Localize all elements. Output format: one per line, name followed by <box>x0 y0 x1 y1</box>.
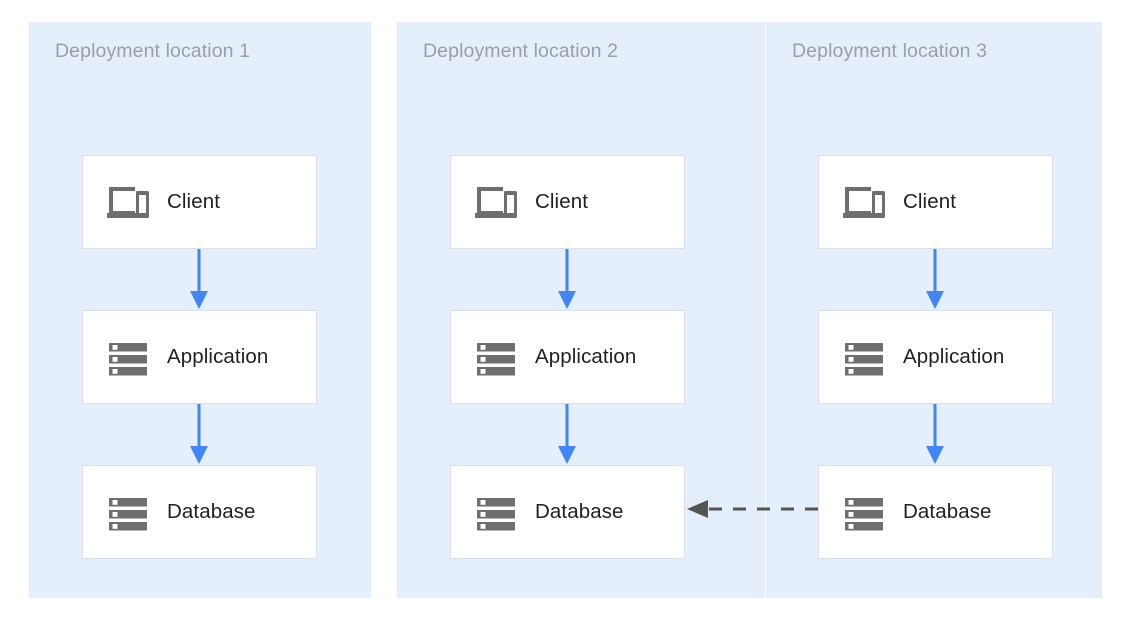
connector-client-3-to-application-3 <box>924 249 946 316</box>
application-3-node[interactable]: Application <box>818 310 1053 404</box>
connector-application-2-to-database-2 <box>556 404 578 471</box>
database-3-node[interactable]: Database <box>818 465 1053 559</box>
database-2-node[interactable]: Database <box>450 465 685 559</box>
deployment-location-1-title: Deployment location 1 <box>55 40 251 62</box>
deployment-location-2-title: Deployment location 2 <box>423 40 619 62</box>
server-icon <box>105 334 151 380</box>
deployment-location-3-title: Deployment location 3 <box>792 40 988 62</box>
devices-icon <box>841 179 887 225</box>
server-icon <box>105 489 151 535</box>
connector-client-2-to-application-2 <box>556 249 578 316</box>
server-icon <box>841 489 887 535</box>
connector-application-3-to-database-3 <box>924 404 946 471</box>
database-3-label: Database <box>903 500 992 523</box>
application-1-node[interactable]: Application <box>82 310 317 404</box>
client-3-node[interactable]: Client <box>818 155 1053 249</box>
database-1-node[interactable]: Database <box>82 465 317 559</box>
client-1-node[interactable]: Client <box>82 155 317 249</box>
application-2-node[interactable]: Application <box>450 310 685 404</box>
server-icon <box>473 334 519 380</box>
client-2-label: Client <box>535 190 589 213</box>
server-icon <box>473 489 519 535</box>
client-2-node[interactable]: Client <box>450 155 685 249</box>
client-3-label: Client <box>903 190 957 213</box>
application-2-label: Application <box>535 345 637 368</box>
database-2-label: Database <box>535 500 624 523</box>
application-1-label: Application <box>167 345 269 368</box>
devices-icon <box>105 179 151 225</box>
application-3-label: Application <box>903 345 1005 368</box>
connector-database-3-to-database-2-replication <box>683 498 820 525</box>
devices-icon <box>473 179 519 225</box>
client-1-label: Client <box>167 190 221 213</box>
server-icon <box>841 334 887 380</box>
connector-client-1-to-application-1 <box>188 249 210 316</box>
database-1-label: Database <box>167 500 256 523</box>
connector-application-1-to-database-1 <box>188 404 210 471</box>
